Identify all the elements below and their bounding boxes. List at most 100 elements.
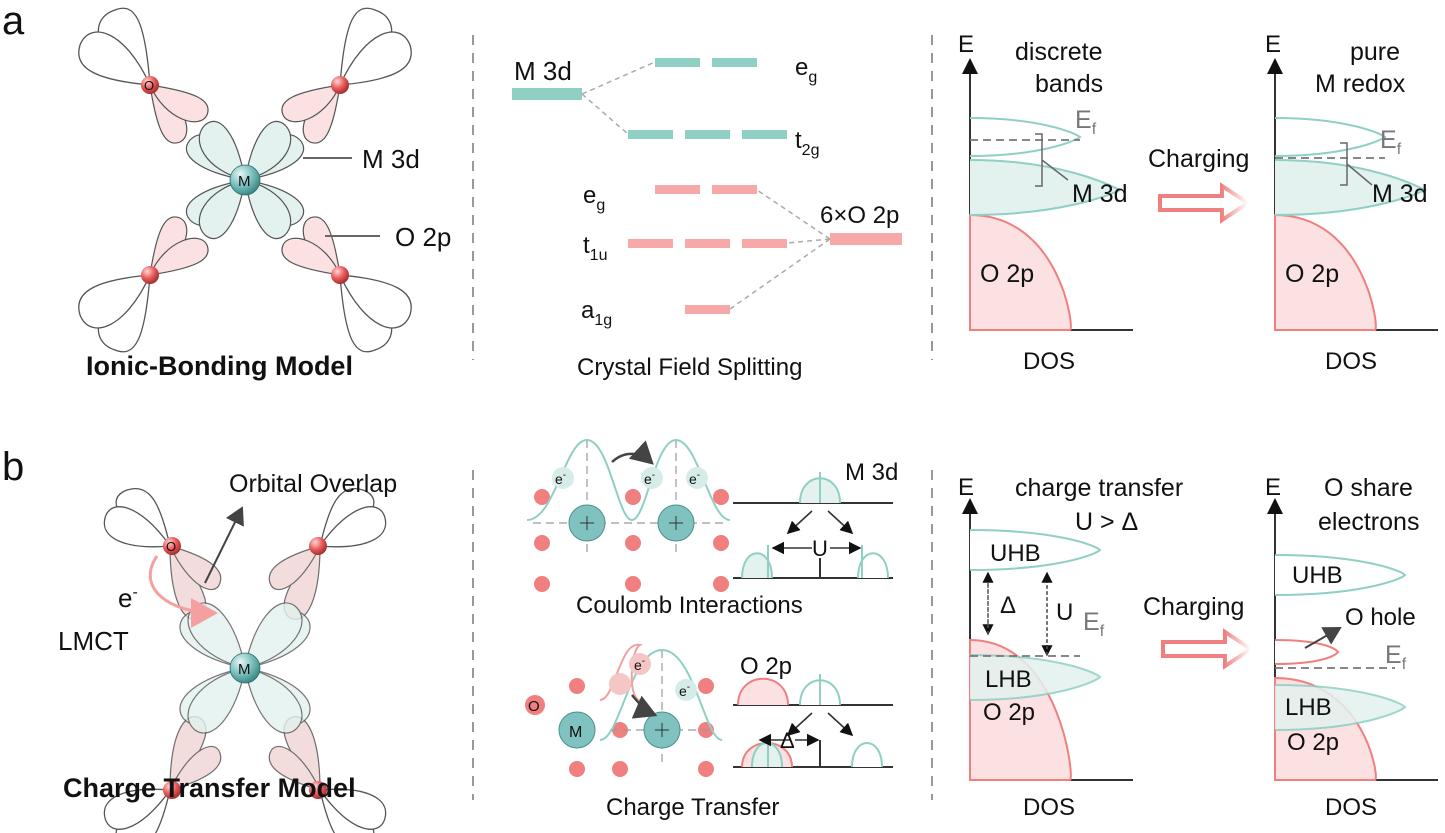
overlap-pointer [204, 506, 244, 584]
dos-b1-title-2: U > Δ [1075, 508, 1138, 536]
dos-a1-o2p: O 2p [980, 260, 1034, 288]
crystal-field-caption: Crystal Field Splitting [577, 354, 802, 381]
coulomb-u: U [812, 536, 828, 561]
svg-text:Ef: Ef [1075, 106, 1097, 138]
crystal-field-diagram: M 3d eg t2g eg t1u a1g 6×O 2p [512, 54, 902, 329]
oxygen-atom [309, 537, 327, 555]
oxygen-atom [163, 537, 181, 555]
dos-b1-delta: Δ [1000, 592, 1016, 619]
dos-a1-m3d: M 3d [1072, 180, 1128, 208]
coulomb-e-sup: - [652, 470, 655, 481]
t2g-sub: 2g [802, 142, 820, 159]
dos-a1-title-2: bands [1035, 70, 1103, 98]
ct-e-sup: - [687, 682, 690, 693]
dos-b1-o2p: O 2p [983, 699, 1035, 726]
eg-low-label: e [583, 182, 596, 209]
svg-text:Ef: Ef [1385, 641, 1407, 673]
o2p-level [830, 233, 902, 245]
metal-atom [229, 652, 261, 684]
dos-a2-ef-sub: f [1397, 141, 1402, 158]
oxygen-atom [163, 781, 181, 799]
oxygen-atom [141, 266, 159, 284]
ct-oxygen-label: O [166, 539, 176, 554]
charging-b-arrow [1161, 628, 1255, 670]
ct-e-label: e [679, 683, 687, 699]
svg-text:eg: eg [583, 182, 605, 214]
dos-b2-ef-sub: f [1402, 656, 1407, 673]
coulomb-e-sup: - [697, 470, 700, 481]
dos-pure-m-redox [1267, 58, 1438, 331]
svg-text:e-: e- [555, 470, 566, 487]
charge-transfer-sketch [733, 674, 893, 768]
dos-a1-ef-sub: f [1092, 121, 1097, 138]
o2p-label: O 2p [395, 222, 451, 252]
dos-b1-ef-sub: f [1100, 623, 1105, 640]
eg-top-sub: g [808, 69, 817, 86]
ct-e-sup: - [642, 656, 645, 667]
lmct-label: LMCT [58, 626, 129, 656]
dos-b1-lhb: LHB [985, 666, 1032, 693]
dos-b1-uhb: UHB [990, 540, 1041, 567]
t2g-label: t [795, 127, 802, 154]
ionic-orbital-diagram: M O [78, 7, 412, 353]
dos-b2-uhb: UHB [1292, 562, 1343, 589]
dos-b1-title-1: charge transfer [1015, 474, 1183, 502]
oxygen-atom [331, 76, 349, 94]
ct-model-title: Charge Transfer Model [63, 773, 356, 803]
charging-b-label: Charging [1143, 593, 1244, 621]
coulomb-e-label: e [555, 471, 563, 487]
charging-a-arrow [1158, 182, 1252, 224]
svg-text:e-: e- [689, 470, 700, 487]
dos-o-share-electrons [1267, 498, 1438, 781]
svg-text:Ef: Ef [1380, 126, 1402, 158]
metal-atom-label: M [238, 173, 251, 190]
dos-b2-ef: E [1385, 641, 1402, 669]
ct-e-label: e [634, 657, 642, 673]
ct-lattice-o: O [528, 698, 540, 715]
ct-lattice-m: M [569, 724, 582, 741]
panel-b-label: b [2, 445, 24, 489]
ionic-model-title: Ionic-Bonding Model [86, 351, 353, 381]
dos-a1-dos: DOS [1023, 348, 1075, 375]
dos-a1-title-1: discrete [1015, 38, 1103, 66]
coulomb-caption: Coulomb Interactions [576, 592, 803, 619]
oxygen-atom [141, 76, 159, 94]
dos-b1-e-axis: E [958, 474, 974, 501]
ct-e-label: e [118, 583, 132, 613]
dos-b1-ef: E [1083, 608, 1100, 636]
dos-a2-dos: DOS [1325, 348, 1377, 375]
charge-transfer-orbital-diagram: M O [103, 488, 387, 833]
ct-e-sup: - [132, 584, 137, 601]
dos-a1-ef: E [1075, 106, 1092, 134]
svg-text:e-: e- [634, 656, 645, 673]
dos-a2-e-axis: E [1265, 31, 1281, 58]
oxygen-atom [331, 266, 349, 284]
coulomb-e-label: e [644, 471, 652, 487]
charging-a-label: Charging [1148, 145, 1249, 173]
coulomb-m3d: M 3d [845, 459, 898, 486]
m3d-label: M 3d [362, 144, 420, 174]
oxygen-atom-label: O [144, 78, 154, 93]
ct-metal-label: M [238, 661, 251, 678]
overlap-label: Orbital Overlap [229, 470, 397, 498]
dos-b2-title-2: electrons [1318, 508, 1419, 536]
a1g-sub: 1g [594, 312, 612, 329]
dos-b1-dos: DOS [1023, 794, 1075, 821]
hubbard-split-sketch [733, 472, 893, 579]
dos-b2-title-1: O share [1324, 474, 1413, 502]
panel-a-label: a [2, 0, 25, 43]
dos-a2-ef: E [1380, 126, 1397, 154]
ct-caption: Charge Transfer [606, 794, 779, 821]
m3d-level [512, 88, 582, 100]
coulomb-e-label: e [689, 471, 697, 487]
svg-text:e-: e- [644, 470, 655, 487]
svg-text:t1u: t1u [583, 232, 607, 264]
six-o2p-label: 6×O 2p [820, 202, 899, 229]
svg-text:a1g: a1g [581, 297, 612, 329]
dos-charge-transfer [962, 498, 1133, 781]
dos-b2-e-axis: E [1265, 474, 1281, 501]
dos-a2-title-1: pure [1350, 38, 1400, 66]
lmct-arrow [148, 555, 218, 628]
dos-discrete-bands [962, 58, 1133, 331]
coulomb-e-sup: - [563, 470, 566, 481]
